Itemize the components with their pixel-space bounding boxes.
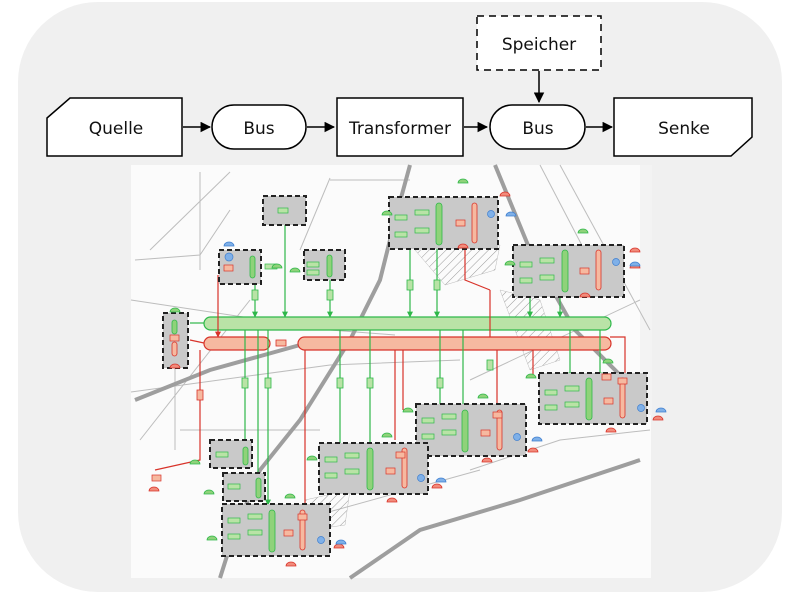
source-node: Quelle (46, 97, 183, 157)
flow-chart: Quelle Bus Transformer Bus Senke Speiche (46, 15, 753, 157)
sink-label: Senke (658, 119, 710, 139)
bus-node-1: Bus (211, 104, 307, 150)
storage-node: Speicher (476, 15, 602, 71)
source-label: Quelle (89, 119, 144, 139)
network-map-icon (130, 164, 667, 580)
bus-node-2: Bus (489, 104, 586, 150)
bus-2-label: Bus (522, 119, 553, 139)
transformer-label: Transformer (348, 119, 451, 139)
heat-lines (154, 245, 626, 510)
electric-bus (203, 316, 612, 331)
electric-lines (190, 225, 603, 506)
sink-node: Senke (613, 97, 753, 157)
transformer-node: Transformer (336, 97, 464, 157)
heat-pipe-unit (275, 339, 287, 347)
bus-1-label: Bus (243, 119, 274, 139)
heat-pipe-unit (196, 389, 204, 401)
heat-bus (297, 336, 612, 351)
electric-connectors (241, 279, 494, 389)
heat-bus-segment (203, 336, 271, 351)
building-components (148, 178, 667, 567)
storage-label: Speicher (502, 35, 576, 55)
